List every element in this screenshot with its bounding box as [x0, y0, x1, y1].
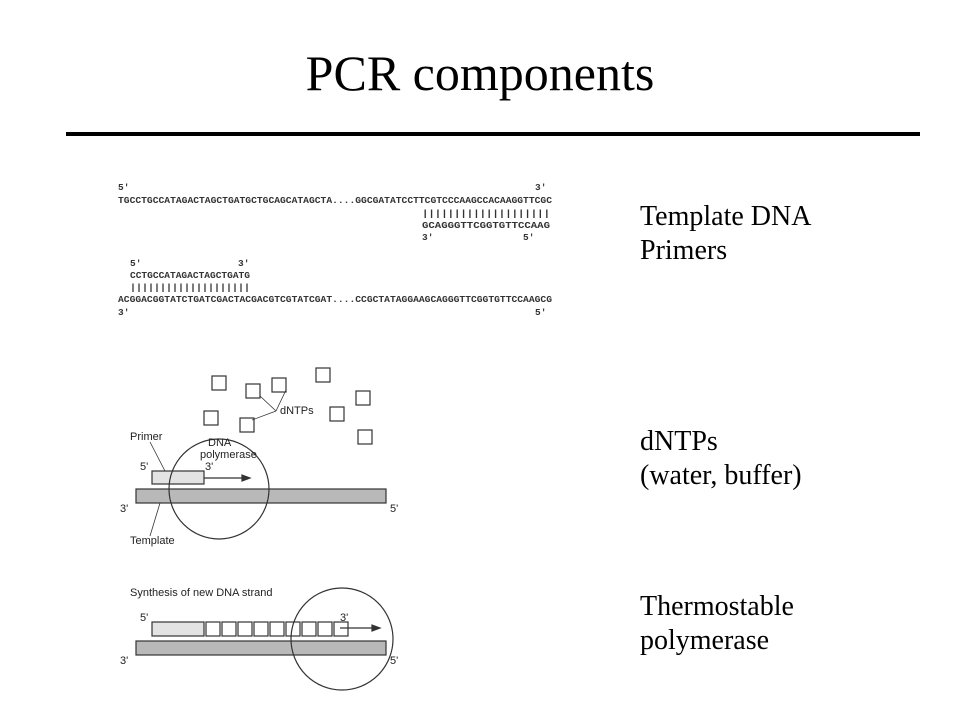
dntp-square — [355, 390, 371, 406]
template-strand-synthesis — [135, 640, 387, 656]
dntp-square — [357, 429, 373, 445]
primer-strand — [151, 470, 205, 485]
template-label: Template — [130, 535, 175, 547]
label-water-buffer: (water, buffer) — [640, 460, 802, 491]
label-group-polymerase: Thermostable polymerase — [640, 590, 794, 658]
synthesis-3prime-label: 3' — [340, 612, 348, 624]
label-group-dntps: dNTPs (water, buffer) — [640, 425, 802, 493]
template-3prime-label: 3' — [120, 503, 128, 515]
label-group-template-primers: Template DNA Primers — [640, 200, 811, 268]
dntp-square — [203, 410, 219, 426]
top-pairing-bars: |||||||||||||||||||| — [422, 208, 550, 219]
primer-3prime-label: 3' — [205, 461, 213, 473]
primer-label: Primer — [130, 431, 163, 443]
template-strand — [135, 488, 387, 504]
title-divider — [66, 132, 920, 136]
label-polymerase: polymerase — [640, 625, 770, 656]
bottom-primer-sequence: CCTGCCATAGACTAGCTGATG — [130, 270, 250, 281]
extension-arrowhead-synthesis — [371, 624, 382, 632]
dntp-polymerase-diagram — [135, 367, 387, 540]
bottom-3prime-label: 3' — [118, 307, 129, 318]
page-title: PCR components — [305, 45, 655, 101]
primer-pointer-line — [149, 441, 166, 472]
primer-5prime-label: 5' — [140, 461, 148, 473]
synthesis-diagram — [135, 587, 394, 691]
dna-label: DNA — [208, 437, 232, 449]
dntp-pointer-line — [251, 410, 277, 421]
dntp-square — [211, 375, 227, 391]
dntp-square — [271, 377, 287, 393]
added-nucleotide — [253, 621, 269, 637]
added-nucleotide — [205, 621, 221, 637]
added-nucleotide — [221, 621, 237, 637]
dntp-square — [329, 406, 345, 422]
added-nucleotide — [285, 621, 301, 637]
top-primer-3prime-label: 3' — [422, 232, 433, 243]
dntp-pointer-line — [275, 389, 287, 412]
polymerase-word-label: polymerase — [200, 449, 257, 461]
label-primers: Primers — [640, 235, 728, 266]
added-nucleotide — [237, 621, 253, 637]
top-5prime-label: 5' — [118, 182, 129, 193]
bottom-primer-3prime-label: 3' — [238, 258, 249, 269]
top-primer-5prime-label: 5' — [523, 232, 534, 243]
dntp-square — [245, 383, 261, 399]
dntp-square — [239, 417, 255, 433]
label-dntps: dNTPs — [640, 426, 718, 457]
bottom-template-strand: ACGGACGGTATCTGATCGACTACGACGTCGTATCGAT...… — [118, 294, 552, 305]
dntp-polymerase-labels: dNTPs Primer DNA polymerase 5' 3' 3' 5' … — [120, 405, 398, 547]
primer-strand-synthesis — [151, 621, 205, 637]
polymerase-circle-synthesis — [290, 587, 394, 691]
label-thermostable: Thermostable — [640, 591, 794, 622]
top-primer-sequence: GCAGGGTTCGGTGTTCCAAG — [422, 220, 550, 231]
template-5prime-label: 5' — [390, 503, 398, 515]
added-nucleotide — [317, 621, 333, 637]
bottom-pairing-bars: |||||||||||||||||||| — [130, 282, 250, 293]
added-nucleotide — [333, 621, 349, 637]
synthesis-template-3prime-label: 3' — [120, 655, 128, 667]
dntps-label: dNTPs — [280, 405, 314, 417]
extension-arrowhead — [241, 474, 252, 482]
polymerase-circle — [168, 438, 270, 540]
dntp-square — [315, 367, 331, 383]
top-3prime-label: 3' — [535, 182, 546, 193]
synthesis-labels: Synthesis of new DNA strand 5' 3' 3' 5' — [120, 587, 398, 667]
synthesis-5prime-label: 5' — [140, 612, 148, 624]
synthesis-template-5prime-label: 5' — [390, 655, 398, 667]
template-pointer-line — [149, 502, 161, 537]
dntp-pointer-line — [259, 395, 277, 412]
label-template-dna: Template DNA — [640, 201, 812, 232]
bottom-5prime-label: 5' — [535, 307, 546, 318]
synthesis-label: Synthesis of new DNA strand — [130, 587, 272, 599]
added-nucleotide — [301, 621, 317, 637]
bottom-primer-5prime-label: 5' — [130, 258, 141, 269]
sequence-diagram: 5' 3' TGCCTGCCATAGACTAGCTGATGCTGCAGCATAG… — [118, 182, 552, 318]
added-nucleotide — [269, 621, 285, 637]
top-template-strand: TGCCTGCCATAGACTAGCTGATGCTGCAGCATAGCTA...… — [118, 195, 552, 206]
